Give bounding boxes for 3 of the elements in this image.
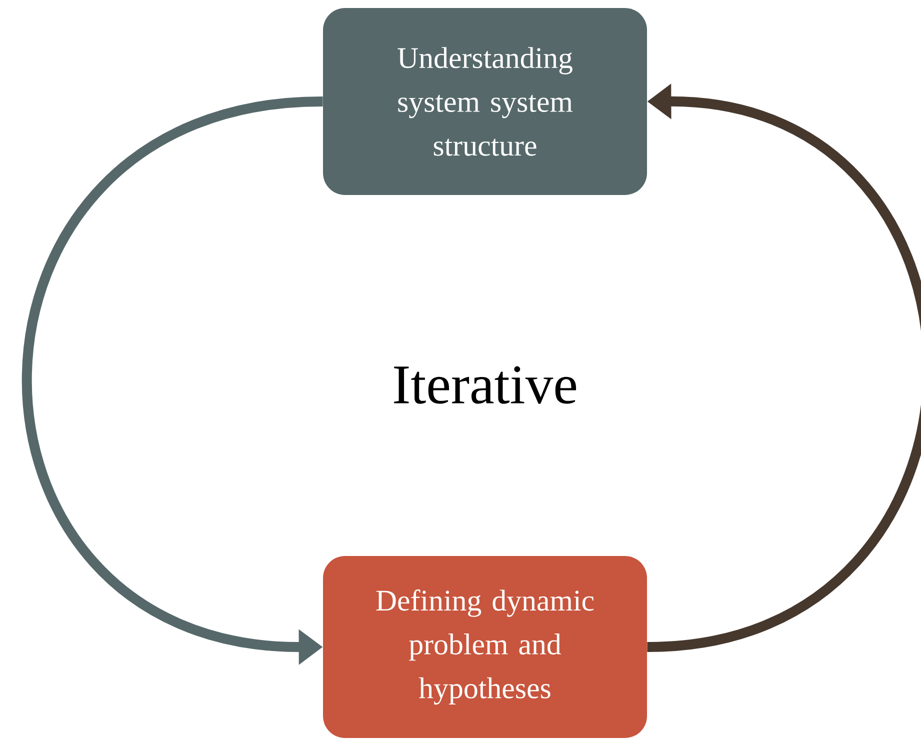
process-box: Defining dynamic problem and hypotheses xyxy=(323,556,647,738)
process-box: Understanding system system structure xyxy=(323,8,647,195)
center-label: Iterative xyxy=(394,366,576,404)
